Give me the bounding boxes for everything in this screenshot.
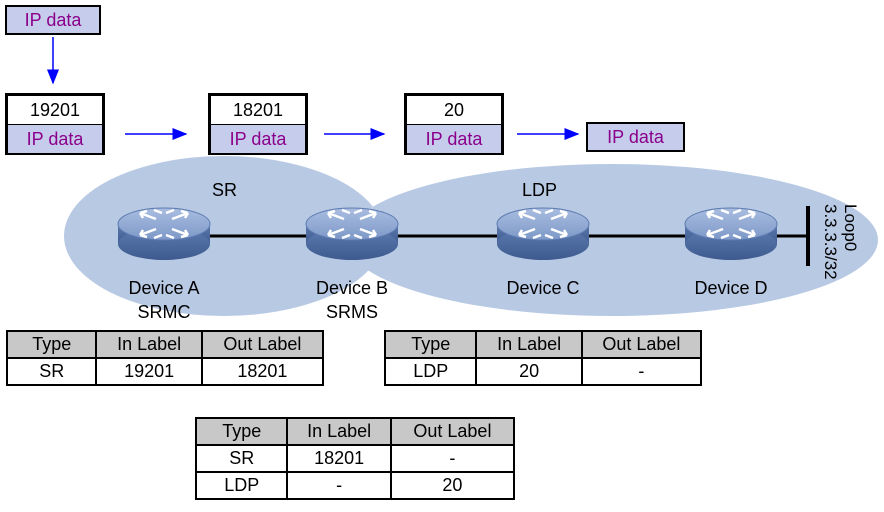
- router-icon: [304, 206, 400, 262]
- router-icon: [683, 206, 779, 262]
- device-a-role: SRMC: [137, 302, 191, 322]
- table-cell: -: [580, 357, 703, 386]
- packet-stack-2: 18201 IP data: [208, 93, 308, 155]
- table-header: In Label: [286, 417, 392, 446]
- device-d-name: Device D: [694, 278, 768, 298]
- table-header: In Label: [95, 330, 203, 359]
- table-header: In Label: [475, 330, 583, 359]
- table-cell: 20: [389, 471, 516, 500]
- table-header: Type: [383, 330, 478, 359]
- loopback-name: Loop0: [841, 204, 860, 252]
- device-a-name: Device A: [128, 278, 200, 298]
- table-cell: 18201: [200, 357, 325, 386]
- ldp-region-label: LDP: [522, 180, 558, 200]
- final-ip-packet: IP data: [586, 122, 685, 152]
- table-cell: LDP: [383, 357, 478, 386]
- packet-payload: IP data: [7, 124, 103, 154]
- loopback-address: 3.3.3.3/32: [821, 204, 840, 280]
- table-cell: SR: [194, 444, 289, 473]
- packet-stack-3: 20 IP data: [404, 93, 504, 155]
- table-cell: 19201: [95, 357, 203, 386]
- device-b-role: SRMS: [325, 302, 378, 322]
- label-table-right: Type In Label Out Label LDP 20 -: [383, 330, 703, 386]
- packet-label: 19201: [7, 95, 103, 125]
- top-ip-packet: IP data: [5, 5, 101, 35]
- table-header: Type: [194, 417, 289, 446]
- packet-label: 18201: [210, 95, 306, 125]
- packet-label: 20: [406, 95, 502, 125]
- table-cell: 18201: [286, 444, 392, 473]
- sr-region-label: SR: [212, 180, 238, 200]
- loopback-label: Loop0 3.3.3.3/32: [814, 204, 862, 294]
- packet-payload: IP data: [406, 124, 502, 154]
- router-icon: [495, 206, 591, 262]
- table-cell: 20: [475, 357, 583, 386]
- table-cell: SR: [5, 357, 98, 386]
- table-header: Type: [5, 330, 98, 359]
- packet-stack-1: 19201 IP data: [5, 93, 105, 155]
- table-cell: -: [389, 444, 516, 473]
- router-icon: [116, 206, 212, 262]
- table-cell: -: [286, 471, 392, 500]
- table-header: Out Label: [580, 330, 703, 359]
- label-table-left: Type In Label Out Label SR 19201 18201: [5, 330, 325, 386]
- label-table-bottom: Type In Label Out Label SR 18201 - LDP -…: [194, 417, 516, 500]
- table-cell: LDP: [194, 471, 289, 500]
- device-b-name: Device B: [315, 278, 389, 298]
- ldp-region: [346, 164, 878, 316]
- table-header: Out Label: [200, 330, 325, 359]
- table-header: Out Label: [389, 417, 516, 446]
- packet-payload: IP data: [210, 124, 306, 154]
- device-c-name: Device C: [506, 278, 580, 298]
